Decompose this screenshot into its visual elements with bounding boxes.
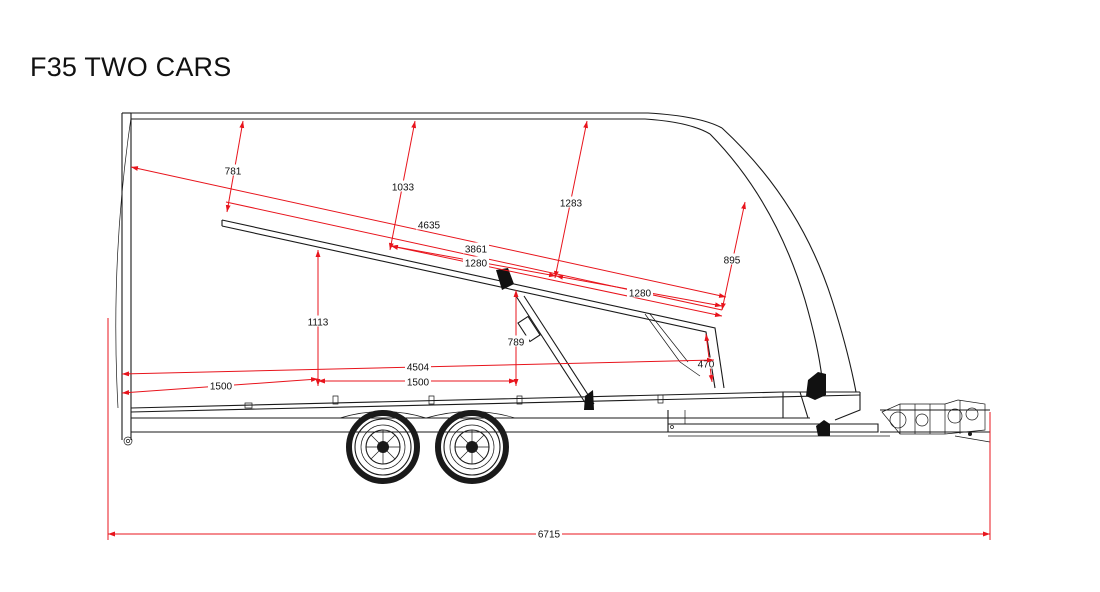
dim-line-4635 [130,166,727,298]
dim-label-1113-bg [305,315,331,327]
dim-label-895: 895 [724,256,741,267]
hitch-coupling [880,399,991,443]
dim-label-1500-left: 1500 [210,382,233,393]
dim-label-1280-lower-bg [627,286,653,298]
dim-label-6715-bg [536,527,562,539]
dim-label-6715: 6715 [538,530,561,541]
dim-label-4504-bg [405,360,431,372]
front-wheel [435,410,509,484]
dim-line-3861 [390,245,723,317]
wheel-arch [339,411,516,419]
wheel-chocks [496,268,830,436]
dimension-lines: 781 1033 1283 895 1113 789 470 4635 3861 1280 1280… [107,120,991,541]
dim-label-895-bg [719,253,745,265]
dim-label-1500-right-bg [405,375,431,387]
dim-label-1500-right: 1500 [407,378,430,389]
dim-label-789: 789 [508,338,525,349]
dim-label-781: 781 [225,167,242,178]
dim-label-1280-upper: 1280 [465,259,488,270]
dim-label-1113: 1113 [308,318,329,329]
rear-wheel [346,410,420,484]
dim-label-1033: 1033 [392,183,415,194]
dim-label-1283: 1283 [560,199,583,210]
dim-label-1280-lower: 1280 [629,289,652,300]
dim-label-1500-left-bg [208,379,234,391]
dim-label-1280-upper-bg [463,256,489,268]
dim-label-4635: 4635 [418,221,441,232]
dim-label-4635-bg [416,218,442,230]
dim-label-4504: 4504 [407,363,430,374]
dim-label-789-bg [503,335,529,347]
dim-label-3861: 3861 [465,245,488,256]
dim-label-470: 470 [698,360,715,371]
diagram-title: F35 TWO CARS [30,52,232,82]
